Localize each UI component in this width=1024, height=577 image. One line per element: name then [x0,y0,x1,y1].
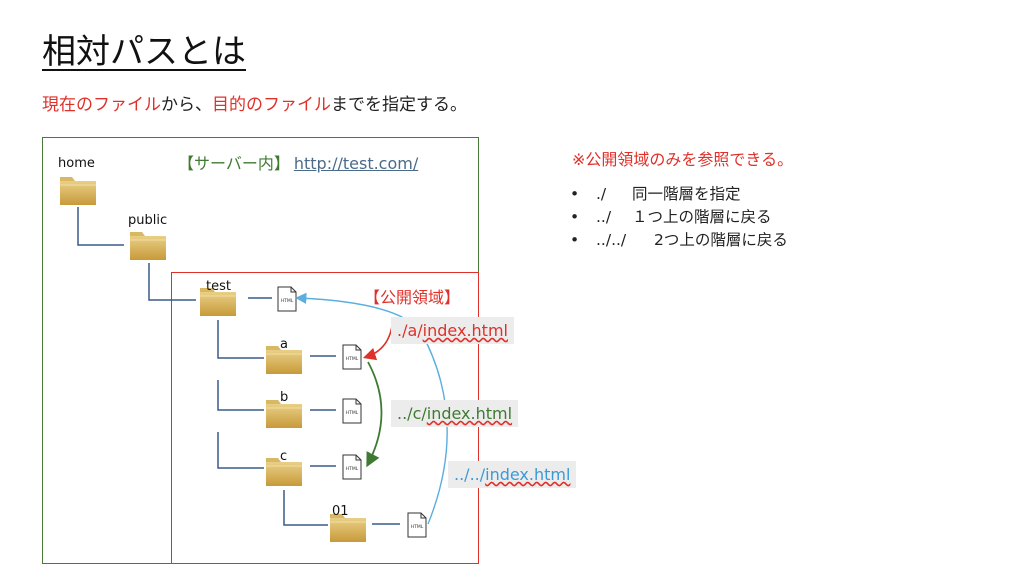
path-label-c-file: index.html [426,404,513,423]
intro-from: から、 [161,95,212,115]
folder-icon-public[interactable] [129,231,167,261]
html-file-icon-test[interactable] [277,286,297,312]
path-label-up2: ../../index.html [448,461,577,488]
list-item-path: ../../ [596,231,627,249]
folder-label-c: c [280,449,288,464]
path-label-up2-file: index.html [485,465,571,484]
arrow-test-to-a [362,325,393,361]
html-file-icon-a[interactable] [342,344,362,370]
folder-icon-home[interactable] [59,176,97,206]
server-url-link[interactable]: http://test.com/ [293,154,419,173]
intro-specify: までを指定する。 [331,95,467,115]
list-item-path: ./ [596,185,607,203]
server-label-text: 【サーバー内】 [178,154,290,173]
list-item-path: ../ [596,208,612,226]
html-file-icon-c[interactable] [342,454,362,480]
path-label-c: ../c/index.html [391,400,519,427]
list-item-desc: 同一階層を指定 [632,185,741,203]
folder-label-public: public [128,213,168,228]
html-file-icon-b[interactable] [342,398,362,424]
path-label-up2-prefix: ../../ [454,465,486,484]
intro-current-file: 現在のファイル [42,95,161,115]
list-item-desc: １つ上の階層に戻る [632,208,772,226]
intro-target-file: 目的のファイル [212,95,331,115]
list-item-desc: 2つ上の階層に戻る [654,231,788,249]
intro-text: 現在のファイルから、目的のファイルまでを指定する。 [42,93,467,117]
arrow-a-to-c [366,361,383,468]
path-label-a: ./a/index.html [391,317,514,344]
path-label-c-prefix: ../c/ [397,404,427,423]
public-only-note: ※公開領域のみを参照できる。 [572,150,794,169]
folder-label-a: a [280,337,288,352]
list-item: •../../2つ上の階層に戻る [570,229,788,252]
html-file-icon-01[interactable] [407,512,427,538]
list-item: •../１つ上の階層に戻る [570,206,788,229]
slide-title: 相対パスとは [42,32,246,72]
folder-label-home: home [58,156,95,171]
list-item: •./同一階層を指定 [570,183,788,206]
public-area-label: 【公開領域】 [364,288,461,307]
path-label-a-file: index.html [422,321,508,340]
folder-label-test: test [206,279,231,294]
folder-label-01: 01 [332,504,349,519]
path-label-a-prefix: ./a/ [397,321,423,340]
folder-label-b: b [280,390,289,405]
tree-connectors [77,207,400,526]
path-syntax-list: •./同一階層を指定 •../１つ上の階層に戻る •../../2つ上の階層に戻… [570,183,788,252]
server-label: 【サーバー内】http://test.com/ [178,150,418,174]
